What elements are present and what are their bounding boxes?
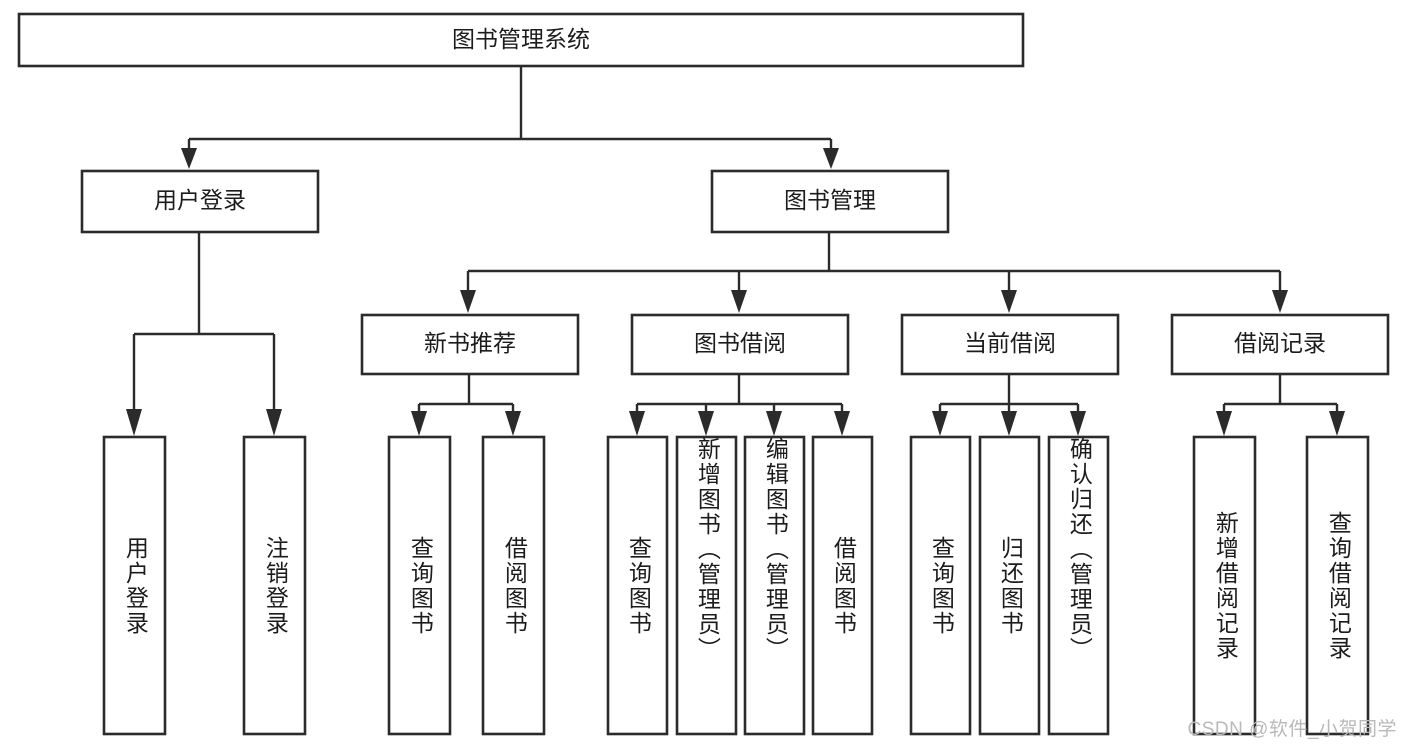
leaf-return-book-box[interactable] [978,435,1041,736]
arrow-leaf-confirm-return [1070,411,1086,436]
arrow-to-borrow-record [1272,290,1288,313]
leaf-user-logout-box[interactable] [242,435,307,736]
arrow-to-new-book [460,290,476,313]
leaf-borrow-book-1-box[interactable] [481,435,546,736]
arrow-leaf-add-book [698,411,714,436]
arrow-leaf-query-book-3 [932,411,948,436]
node-book-borrow[interactable]: 图书借阅 [630,313,850,376]
node-root-label: 图书管理系统 [452,26,590,52]
node-user-login-label: 用户登录 [154,187,246,213]
leaf-boxes-group [102,435,1370,736]
arrow-to-book-manage [823,148,839,169]
arrow-leaf-user-logout [266,409,282,436]
leaf-user-login-box[interactable] [102,435,167,736]
arrow-to-book-borrow [731,290,747,313]
node-new-book-recommend[interactable]: 新书推荐 [360,313,580,376]
node-root[interactable]: 图书管理系统 [17,12,1025,68]
arrow-leaf-borrow-book-1 [505,411,521,436]
node-current-borrow[interactable]: 当前借阅 [900,313,1120,376]
arrow-leaf-user-login [126,409,142,436]
connectors-group [126,67,1345,436]
node-book-manage-label: 图书管理 [784,187,876,213]
arrow-leaf-edit-book [766,411,782,436]
leaf-query-record-box[interactable] [1305,435,1370,736]
node-borrow-record-box [1170,313,1390,376]
leaf-add-record-box[interactable] [1192,435,1257,736]
arrow-leaf-return-book [1001,411,1017,436]
arrow-leaf-add-record [1216,411,1232,436]
node-borrow-record[interactable]: 借阅记录 [1170,313,1390,376]
arrow-leaf-query-record [1329,411,1345,436]
arrow-to-current-borrow [1001,290,1017,313]
leaf-edit-book-box[interactable] [743,435,806,736]
node-root-box [17,12,1025,68]
node-new-book-recommend-label: 新书推荐 [424,330,516,356]
arrow-to-user-login [181,148,197,169]
leaf-query-book-3-box[interactable] [909,435,972,736]
node-book-manage[interactable]: 图书管理 [710,169,950,234]
leaf-query-book-1-box[interactable] [387,435,452,736]
leaf-confirm-return-box[interactable] [1047,435,1110,736]
watermark-text: CSDN @软件_小贺同学 [1187,719,1397,740]
node-current-borrow-label: 当前借阅 [964,330,1056,356]
leaf-borrow-book-2-box[interactable] [811,435,874,736]
node-borrow-record-label: 借阅记录 [1234,330,1326,356]
leaf-add-book-box[interactable] [675,435,738,736]
node-book-borrow-box [630,313,850,376]
node-book-borrow-label: 图书借阅 [694,330,786,356]
node-book-manage-box [710,169,950,234]
node-new-book-recommend-box [360,313,580,376]
arrow-leaf-query-book-2 [629,411,645,436]
node-user-login-box [80,169,320,234]
node-user-login[interactable]: 用户登录 [80,169,320,234]
arrow-leaf-query-book-1 [411,411,427,436]
arrow-leaf-borrow-book-2 [834,411,850,436]
node-current-borrow-box [900,313,1120,376]
leaf-query-book-2-box[interactable] [606,435,669,736]
